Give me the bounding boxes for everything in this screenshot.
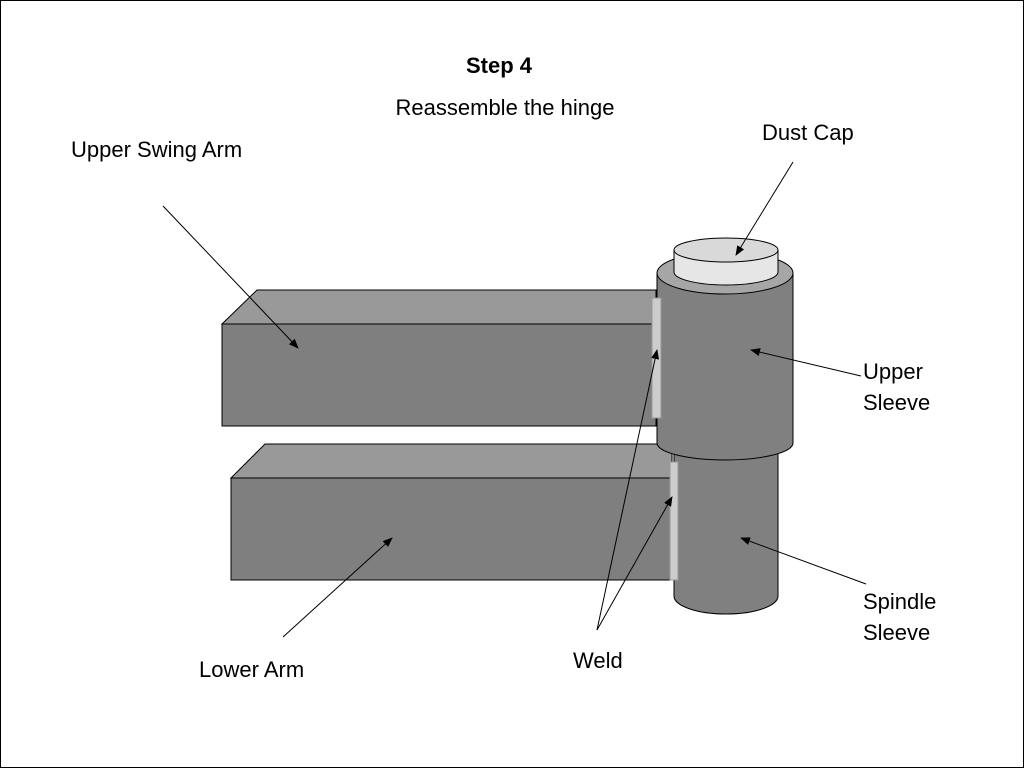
spindle-sleeve-label-line1: Spindle (863, 589, 936, 614)
upper-swing-arm-arrow (162, 205, 299, 349)
upper-weld (651, 297, 662, 419)
upper-sleeve-label-line2: Sleeve (863, 390, 930, 415)
lower-arm-arrow (282, 537, 393, 638)
upper-arm-front (221, 323, 657, 427)
lower-arm-front (230, 477, 673, 581)
page-subtitle: Reassemble the hinge (396, 95, 615, 120)
upper-sleeve-label-line1: Upper (863, 359, 923, 384)
lower-arm (229, 443, 673, 581)
lower-weld (669, 461, 679, 581)
spindle-sleeve-body (673, 449, 779, 615)
spindle-sleeve (673, 449, 779, 615)
upper-arm-top (220, 289, 657, 325)
dust-cap-arrow (735, 161, 794, 256)
lower-arm-top (229, 443, 673, 479)
page-title: Step 4 (466, 53, 533, 78)
upper-swing-arm-label: Upper Swing Arm (71, 137, 242, 162)
upper-sleeve-body (656, 272, 794, 461)
dust-cap (673, 237, 779, 286)
spindle-sleeve-arrow (740, 537, 867, 585)
dust-cap-label: Dust Cap (762, 120, 854, 145)
lower-arm-label: Lower Arm (199, 657, 304, 682)
dust-cap-top (673, 237, 779, 263)
upper-sleeve-arrow (750, 348, 862, 377)
upper-swing-arm (220, 289, 657, 427)
weld-arrow-lower (596, 496, 673, 631)
weld-label: Weld (573, 648, 623, 673)
spindle-sleeve-label-line2: Sleeve (863, 620, 930, 645)
weld-arrow-upper (596, 349, 660, 631)
